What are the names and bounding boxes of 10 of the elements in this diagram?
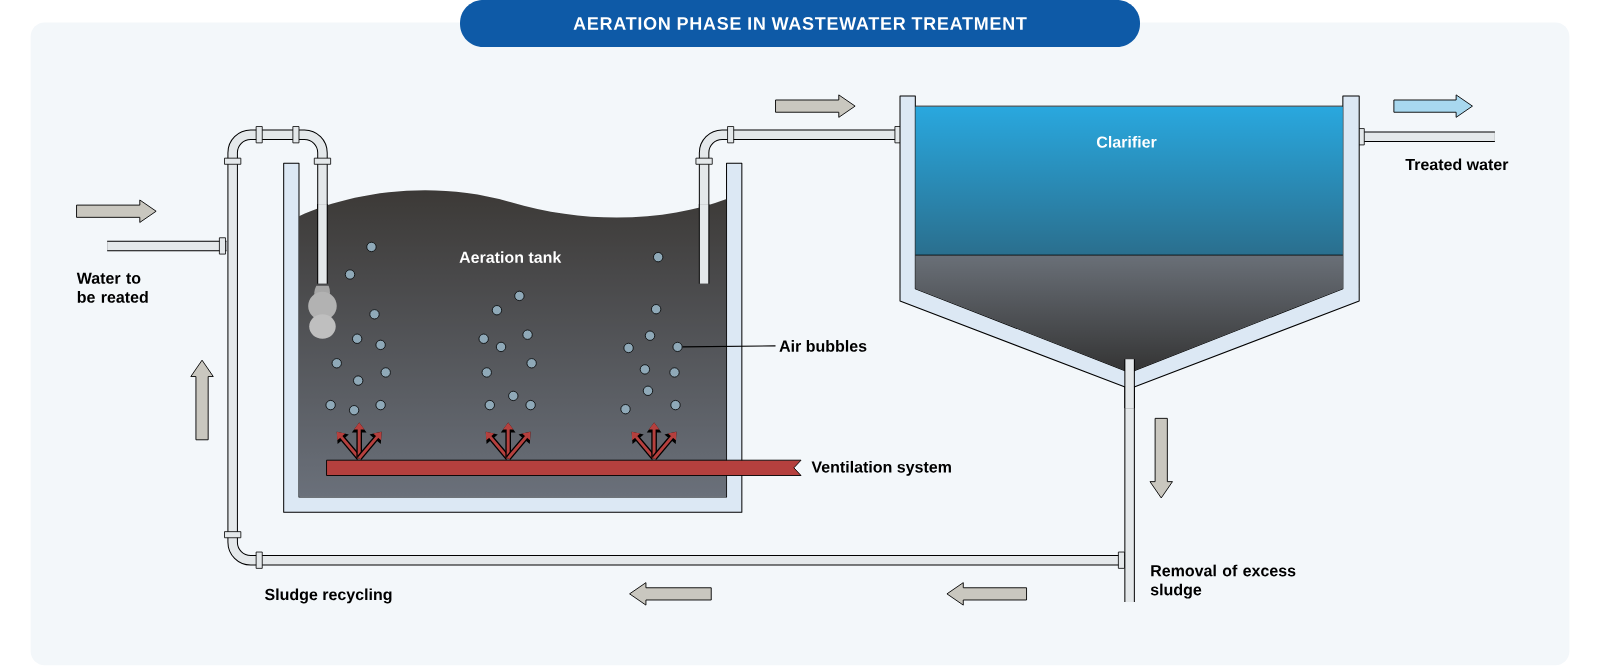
clarifier-tank: Clarifier — [899, 95, 1360, 390]
label-text: Treated water — [1405, 158, 1509, 170]
label-text: Removal of excess sludge — [1150, 564, 1296, 599]
label-text: Water to be reated — [76, 272, 148, 303]
air-bubble — [672, 341, 683, 352]
leader-line — [682, 345, 777, 348]
label-text: Ventilation system — [811, 460, 951, 476]
label-text: Sludge recycling — [264, 588, 392, 604]
title-banner: AERATION PHASE IN WASTEWATER TREATMENT — [460, 0, 1140, 47]
callout-text: Air bubbles — [779, 339, 867, 352]
